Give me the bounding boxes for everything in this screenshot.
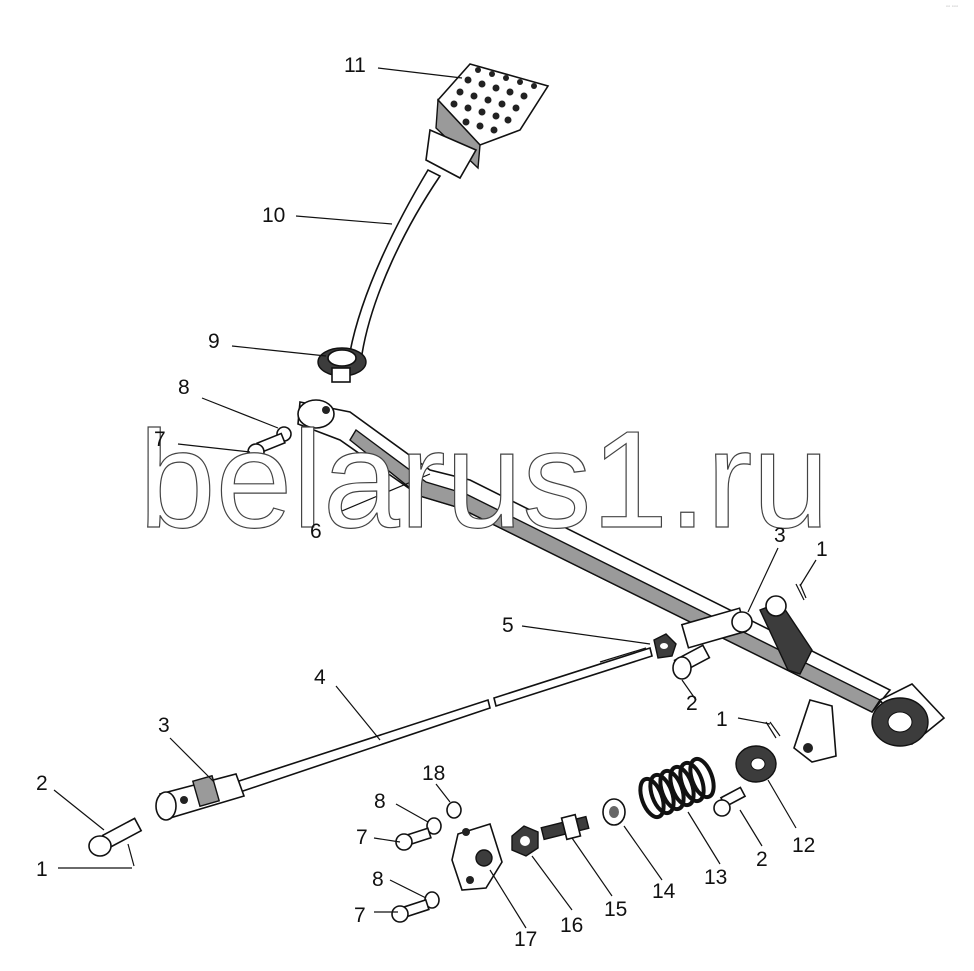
callout-2: 2 [686, 692, 698, 715]
callout-10: 10 [262, 204, 285, 227]
callout-7: 7 [354, 904, 366, 927]
callout-11: 11 [344, 54, 366, 77]
bolt-7b [395, 827, 432, 851]
nut-5 [653, 633, 677, 659]
callout-6: 6 [310, 520, 322, 543]
clevis-pin-2a [672, 644, 711, 680]
washer-18 [446, 801, 462, 819]
callout-16: 16 [560, 914, 583, 937]
watermark-text: belarus1.ru [139, 403, 829, 557]
shaft-bushing [871, 683, 946, 747]
callout-3: 3 [158, 714, 170, 737]
callout-7: 7 [154, 428, 166, 451]
lever-shaft [297, 399, 892, 713]
callout-14: 14 [652, 880, 676, 903]
lower-arm [793, 699, 837, 763]
cotter-pin-upper [795, 583, 807, 601]
callout-labels: 11 10 9 8 7 6 3 1 5 2 4 1 3 18 2 8 7 1 1… [36, 54, 828, 951]
nut-16 [511, 825, 539, 857]
bolt-2c [713, 786, 747, 817]
cotter-pin-lower [765, 721, 781, 739]
bracket-plate-17 [451, 822, 503, 891]
callout-8: 8 [372, 868, 384, 891]
callout-1: 1 [816, 538, 828, 561]
callout-18: 18 [422, 762, 445, 785]
callout-5: 5 [502, 614, 514, 637]
lower-clevis [155, 773, 246, 821]
clevis-pin-2b [88, 817, 143, 857]
callout-3: 3 [774, 524, 786, 547]
callout-13: 13 [704, 866, 727, 889]
callout-15: 15 [604, 898, 627, 921]
spring [638, 756, 716, 820]
callout-2: 2 [36, 772, 48, 795]
corner-mark: ◦◦ ◦◦◦ [946, 4, 958, 10]
callout-8: 8 [374, 790, 386, 813]
callout-17: 17 [514, 928, 537, 951]
pedal-boss [317, 347, 367, 383]
stud-15 [540, 813, 590, 841]
callout-2: 2 [756, 848, 768, 871]
spring-seat [735, 745, 777, 783]
washer-8b [426, 817, 442, 835]
callout-4: 4 [314, 666, 326, 689]
upper-clevis [680, 595, 813, 675]
bolt-7c [391, 898, 430, 923]
cotter-pin-left [127, 843, 135, 867]
pedal-arm [349, 168, 442, 355]
callout-9: 9 [208, 330, 220, 353]
washer-14 [602, 798, 626, 826]
leader-lines [53, 67, 817, 929]
callout-7: 7 [356, 826, 368, 849]
pedal-pad [425, 63, 550, 180]
callout-1: 1 [716, 708, 728, 731]
callout-12: 12 [792, 834, 815, 857]
pushrod [234, 646, 653, 793]
callout-8: 8 [178, 376, 190, 399]
callout-1: 1 [36, 858, 48, 881]
